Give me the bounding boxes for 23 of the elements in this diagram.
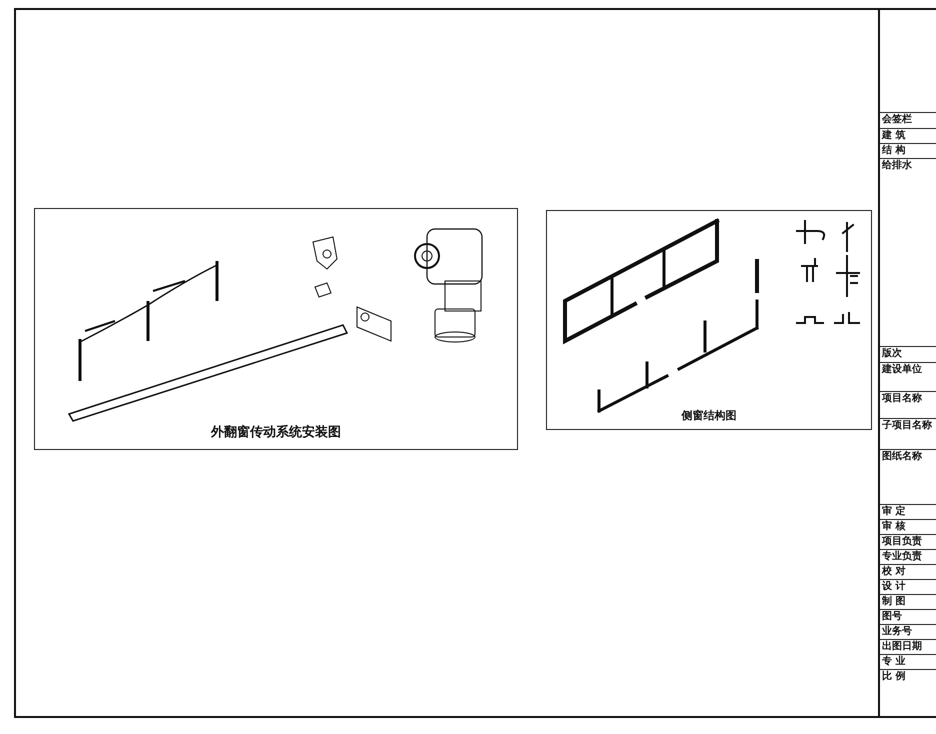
title-block-label: 结 构 (882, 145, 906, 157)
title-block-label: 项目名称 (882, 393, 922, 405)
title-block-label: 建 筑 (882, 130, 906, 142)
title-block-label: 出图日期 (882, 641, 922, 653)
title-block-label: 专业负责 (882, 551, 922, 563)
title-block-label: 项目负责 (882, 536, 922, 548)
title-block-label: 图纸名称 (882, 451, 922, 463)
title-block-label: 版次 (882, 348, 902, 360)
title-block-label: 审 定 (882, 506, 906, 518)
title-block-label: 设 计 (882, 581, 906, 593)
title-block-label: 专 业 (882, 656, 906, 668)
title-block-label: 建设单位 (882, 364, 922, 376)
title-block-label: 给排水 (882, 160, 912, 172)
title-block-label: 审 核 (882, 521, 906, 533)
title-block-label: 子项目名称 (882, 420, 932, 432)
title-block-label: 图号 (882, 611, 902, 623)
drawing-caption: 外翻窗传动系统安装图 (210, 424, 342, 441)
drawing-caption: 侧窗结构图 (680, 408, 738, 423)
title-block-label: 制 图 (882, 596, 906, 608)
title-block-label: 业务号 (882, 626, 912, 638)
title-block-label: 校 对 (882, 566, 906, 578)
title-block-label: 会签栏 (882, 114, 912, 126)
title-block-label: 比 例 (882, 671, 906, 683)
